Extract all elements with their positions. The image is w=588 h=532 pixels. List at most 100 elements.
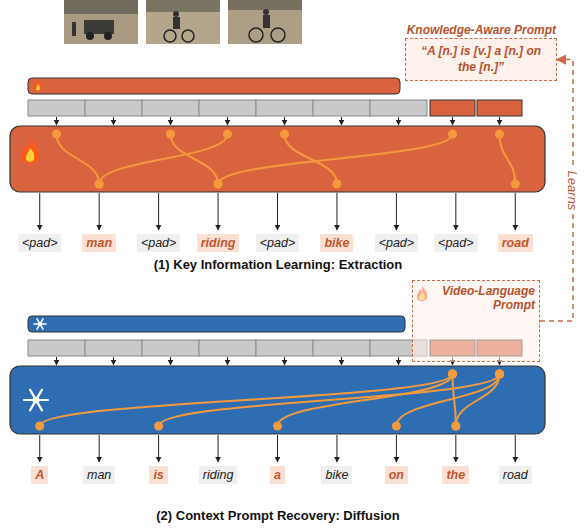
token-box: on: [385, 466, 408, 484]
flow-arrow: [170, 117, 171, 125]
attention-curve: [57, 134, 100, 184]
attention-dot: [495, 370, 504, 379]
fire-icon: [34, 80, 42, 91]
attention-dot: [448, 370, 457, 379]
flow-arrow: [284, 357, 285, 365]
attention-dot: [52, 130, 61, 139]
flow-arrow: [39, 193, 40, 230]
flow-arrow: [99, 193, 100, 230]
attention-dot: [511, 180, 520, 189]
token-text: <pad>: [438, 235, 473, 251]
token-box: riding: [199, 466, 238, 484]
flow-arrow: [56, 357, 57, 365]
token-cell: [313, 340, 370, 356]
attention-dot: [280, 130, 289, 139]
token-cell: [28, 340, 85, 356]
attention-dot: [495, 370, 504, 379]
attention-curve: [171, 134, 219, 184]
flow-arrow: [452, 117, 453, 125]
token-box: <pad>: [256, 234, 299, 252]
attention-dot: [451, 422, 460, 431]
flow-arrow: [336, 193, 337, 230]
prompt-cell: [477, 100, 522, 116]
token-cell: [142, 340, 199, 356]
flow-arrow: [113, 357, 114, 365]
token-cell: [256, 340, 313, 356]
attention-dot: [495, 130, 504, 139]
flow-arrow: [515, 193, 516, 230]
attention-dot: [495, 370, 504, 379]
flow-arrow: [499, 117, 500, 125]
token-text: bike: [324, 235, 349, 251]
attention-dot: [35, 422, 44, 431]
attention-dot: [214, 180, 223, 189]
attention-dot: [332, 180, 341, 189]
flow-arrow: [170, 357, 171, 365]
token-text: <pad>: [379, 235, 414, 251]
flow-arrow: [218, 193, 219, 230]
token-cell: [28, 100, 85, 116]
video-frames: [64, 0, 302, 44]
snowflake-icon: [24, 390, 48, 411]
token-text: <pad>: [22, 235, 57, 251]
token-text: on: [389, 467, 404, 483]
token-cell: [199, 100, 256, 116]
token-text: a: [274, 467, 281, 483]
flow-arrow: [396, 435, 397, 462]
attention-dot: [223, 130, 232, 139]
attention-dot: [166, 130, 175, 139]
attention-curve: [396, 374, 499, 426]
token-box: <pad>: [137, 234, 180, 252]
token-box: the: [442, 466, 469, 484]
token-text: riding: [203, 467, 234, 483]
prompt-box: Knowledge-Aware Prompt“A [n.] is [v.] a …: [405, 38, 557, 81]
token-box: man: [82, 234, 116, 252]
attention-curve: [218, 134, 452, 184]
panel-caption: (2) Context Prompt Recovery: Diffusion: [156, 508, 399, 523]
extraction-model: [10, 126, 545, 192]
token-box: man: [83, 466, 115, 484]
prompt-box: Video-Language Prompt: [412, 280, 540, 362]
flow-arrow: [341, 117, 342, 125]
attention-dot: [448, 370, 457, 379]
token-box: road: [498, 234, 533, 252]
flow-arrow: [227, 117, 228, 125]
flow-arrow: [99, 435, 100, 462]
token-box: <pad>: [434, 234, 477, 252]
attention-curve: [278, 374, 453, 426]
prompt-heading: Knowledge-Aware Prompt: [406, 23, 556, 37]
token-cell: [256, 100, 313, 116]
flow-arrow: [398, 117, 399, 125]
flow-arrow: [113, 117, 114, 125]
attention-curve: [453, 374, 456, 426]
attention-dot: [448, 370, 457, 379]
attention-curve: [159, 374, 500, 426]
attention-curve: [99, 134, 227, 184]
flow-arrow: [515, 435, 516, 462]
attention-dot: [392, 422, 401, 431]
flow-arrow: [227, 357, 228, 365]
flow-arrow: [158, 435, 159, 462]
attention-curve: [40, 374, 453, 426]
flow-arrow: [396, 193, 397, 230]
flow-arrow: [284, 117, 285, 125]
attention-dot: [154, 422, 163, 431]
token-text: A: [35, 467, 44, 483]
token-box: is: [149, 466, 167, 484]
token-cell: [142, 100, 199, 116]
flow-arrow: [277, 193, 278, 230]
token-text: <pad>: [141, 235, 176, 251]
token-box: <pad>: [18, 234, 61, 252]
attention-curve: [456, 374, 500, 426]
frozen-encoder-bar: [28, 316, 405, 332]
token-cell: [85, 100, 142, 116]
token-text: <pad>: [260, 235, 295, 251]
flow-arrow: [277, 435, 278, 462]
flow-arrow: [39, 435, 40, 462]
attention-dot: [273, 422, 282, 431]
icons: [21, 80, 427, 410]
fire-icon: [21, 139, 38, 164]
attention-dot: [451, 422, 460, 431]
token-text: riding: [201, 235, 236, 251]
token-text: road: [503, 467, 528, 483]
